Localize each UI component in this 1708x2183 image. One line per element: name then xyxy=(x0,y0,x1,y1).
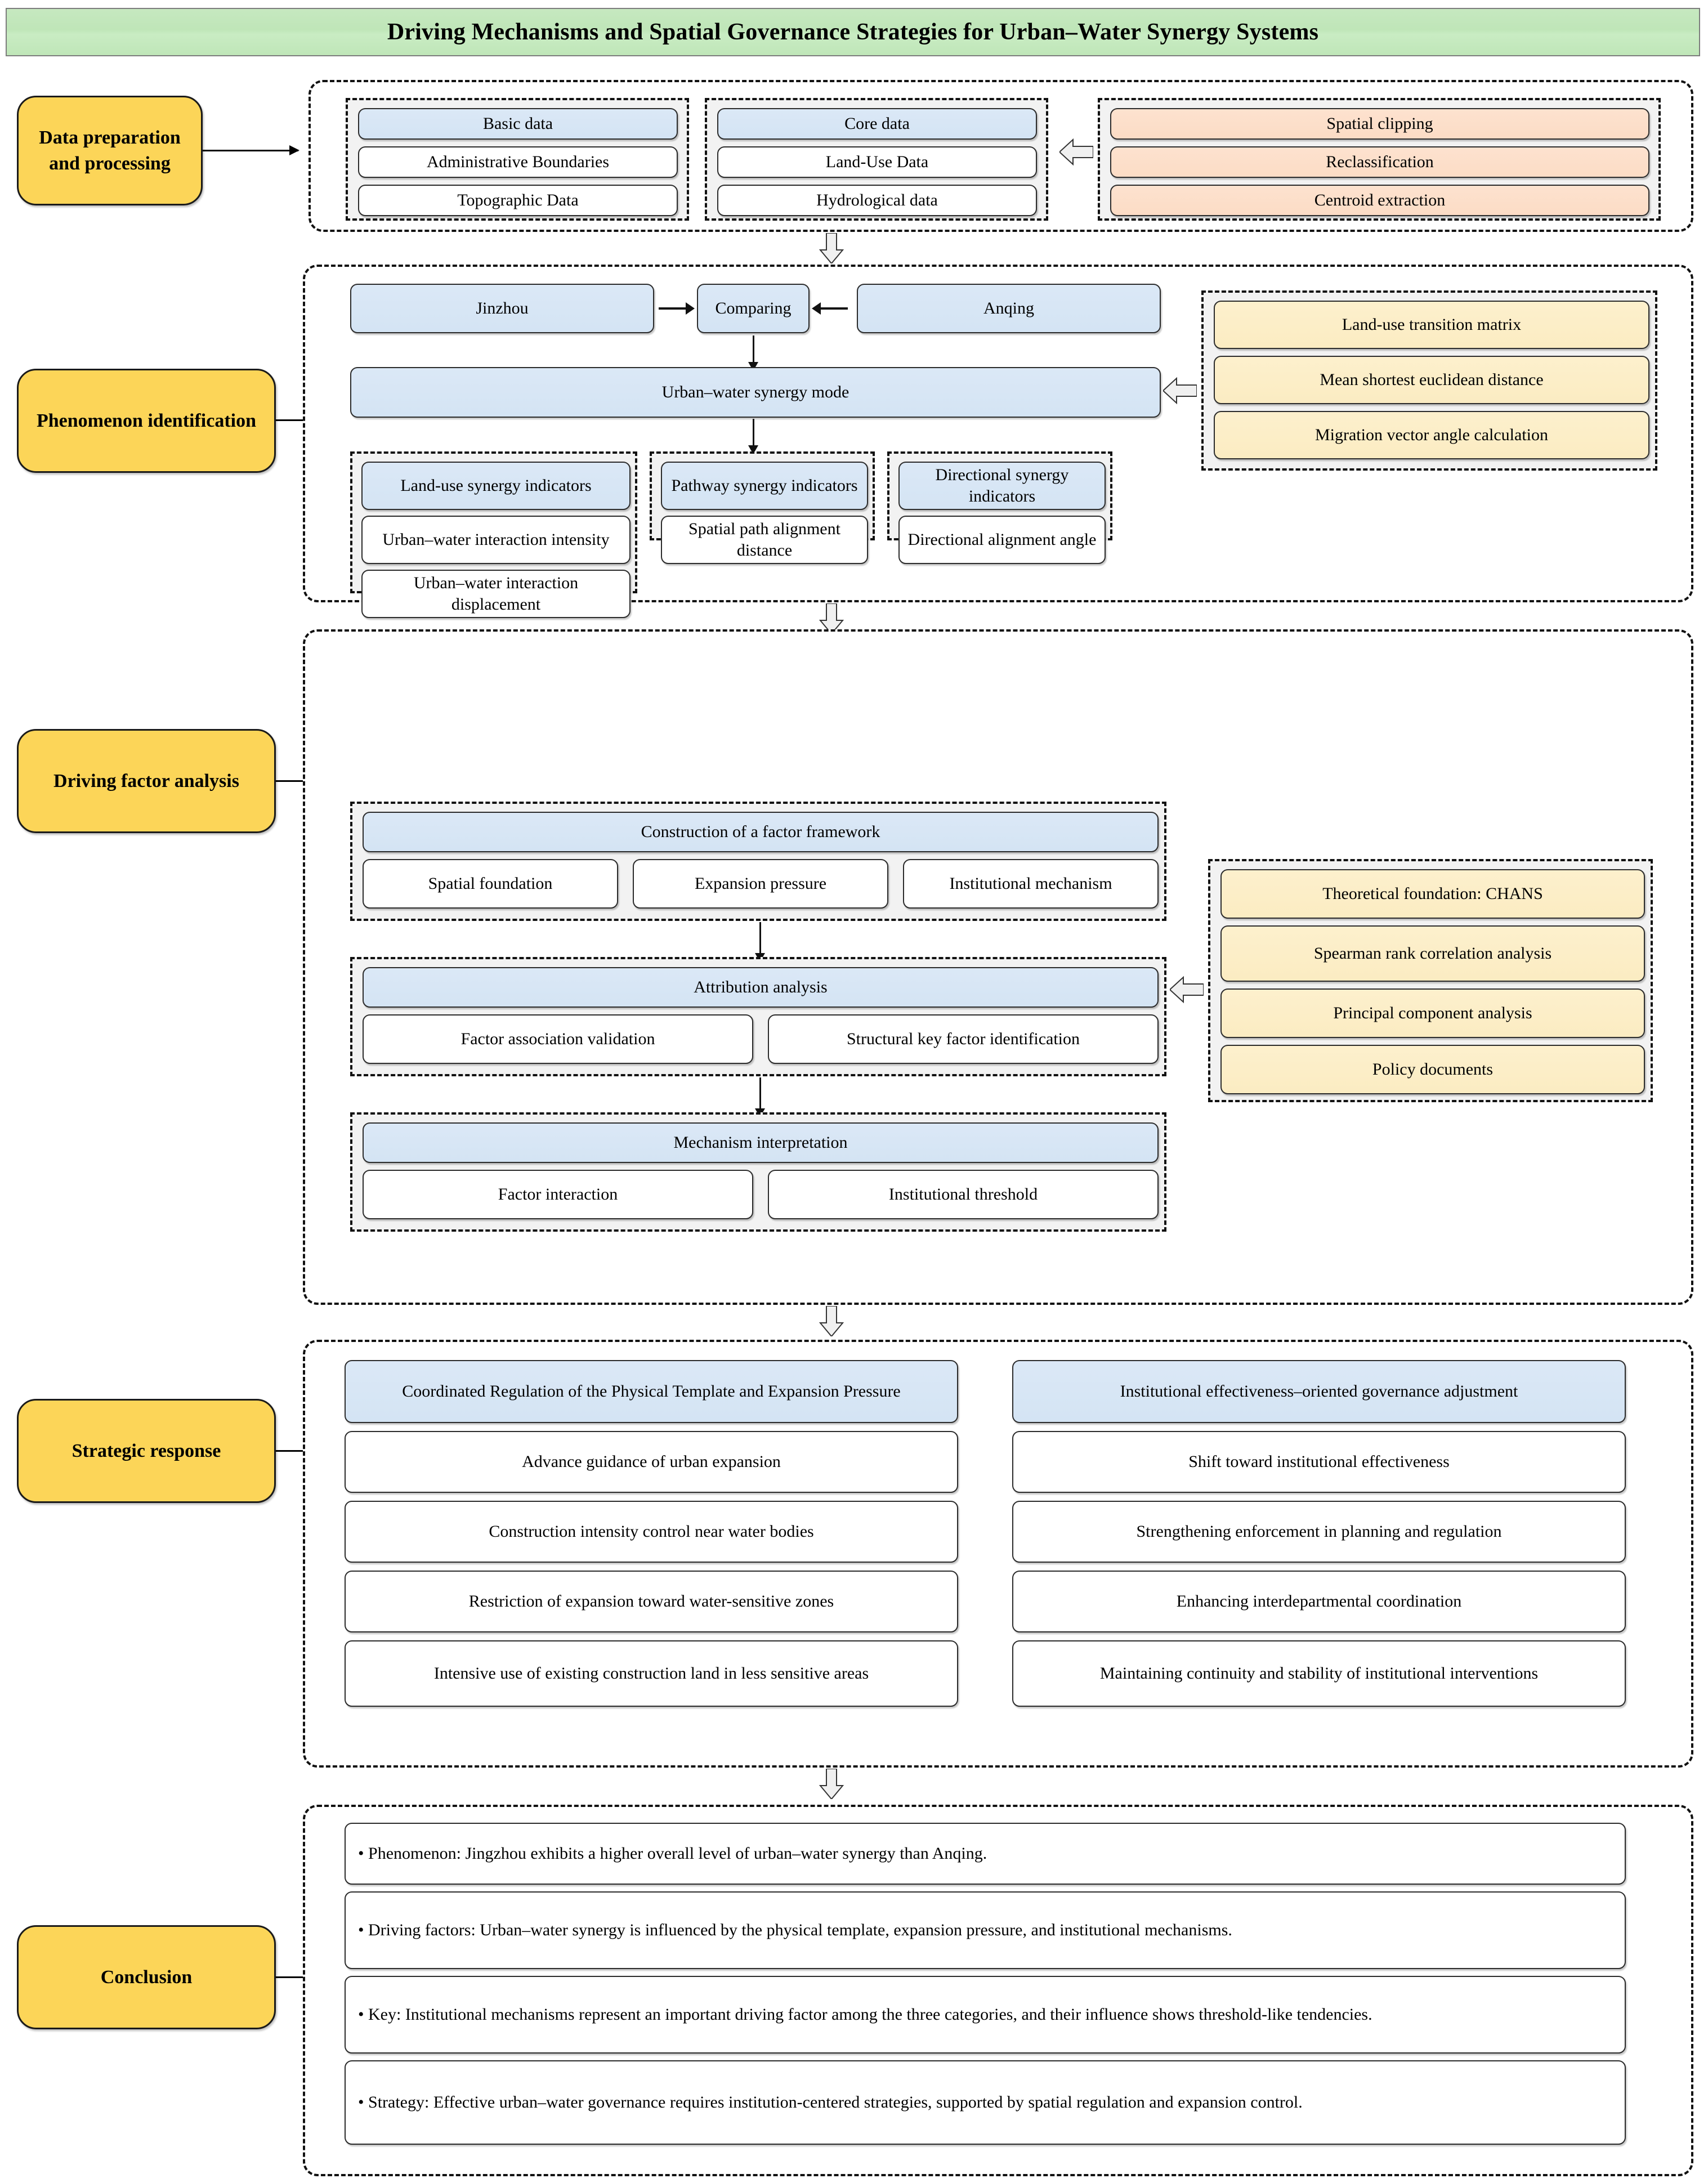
mechanism-header: Mechanism interpretation xyxy=(363,1122,1159,1163)
strategy-col-0-item-0[interactable]: Advance guidance of urban expansion xyxy=(345,1431,958,1493)
page-title: Driving Mechanisms and Spatial Governanc… xyxy=(387,19,1319,45)
driving-method-3[interactable]: Policy documents xyxy=(1220,1045,1645,1094)
basic-data-header: Basic data xyxy=(358,108,678,140)
conclusion-item-2[interactable]: • Key: Institutional mechanisms represen… xyxy=(345,1976,1626,2054)
subpanel-pathway-synergy-indicators: Pathway synergy indicators Spatial path … xyxy=(650,451,875,564)
strategy-col-0-header: Coordinated Regulation of the Physical T… xyxy=(345,1360,958,1423)
subpanel-mechanism-interpretation: Mechanism interpretation Factor interact… xyxy=(350,1112,1166,1232)
indicator-group-0-item-1[interactable]: Urban–water interaction displacement xyxy=(361,570,631,618)
stage-label-text: Driving factor analysis xyxy=(53,770,239,791)
subpanel-basic-data: Basic data Administrative Boundaries Top… xyxy=(346,98,689,221)
stage-label-text: Conclusion xyxy=(100,1966,193,1988)
subpanel-directional-synergy-indicators: Directional synergy indicators Direction… xyxy=(887,451,1112,564)
subpanel-driving-methods: Theoretical foundation: CHANS Spearman r… xyxy=(1208,859,1653,1102)
strategy-col-1-item-0[interactable]: Shift toward institutional effectiveness xyxy=(1012,1431,1626,1493)
block-arrow-down-stage3-stage4 xyxy=(819,1306,844,1336)
subpanel-factor-framework: Construction of a factor framework Spati… xyxy=(350,802,1166,921)
framework-header: Construction of a factor framework xyxy=(363,812,1159,852)
stage-label-text: Phenomenon identification xyxy=(36,410,257,431)
panel-driving-factor-analysis: Construction of a factor framework Spati… xyxy=(303,629,1693,1305)
urban-water-synergy-mode-box[interactable]: Urban–water synergy mode xyxy=(350,367,1161,418)
attribution-item-0[interactable]: Factor association validation xyxy=(363,1014,753,1064)
block-arrow-left-preprocessing xyxy=(1059,136,1093,168)
stage-label-driving-factor-analysis[interactable]: Driving factor analysis xyxy=(17,729,276,833)
stage-label-strategic-response[interactable]: Strategic response xyxy=(17,1399,276,1503)
stage-label-text: Data preparation and processing xyxy=(39,127,181,174)
attribution-item-1[interactable]: Structural key factor identification xyxy=(768,1014,1159,1064)
stage-label-conclusion[interactable]: Conclusion xyxy=(17,1925,276,2029)
subpanel-land-use-synergy-indicators: Land-use synergy indicators Urban–water … xyxy=(350,451,637,618)
block-arrow-down-stage1-stage2 xyxy=(819,233,844,263)
preprocessing-method-1[interactable]: Reclassification xyxy=(1110,146,1649,178)
strategy-col-1-item-2[interactable]: Enhancing interdepartmental coordination xyxy=(1012,1571,1626,1632)
block-arrow-down-stage4-stage5 xyxy=(819,1769,844,1799)
core-data-item-0[interactable]: Land-Use Data xyxy=(717,146,1037,178)
arrow-comparing-to-mode xyxy=(748,335,758,371)
preprocessing-method-2[interactable]: Centroid extraction xyxy=(1110,185,1649,216)
conclusion-item-0[interactable]: • Phenomenon: Jingzhou exhibits a higher… xyxy=(345,1823,1626,1885)
core-data-header: Core data xyxy=(717,108,1037,140)
city-jinzhou-box[interactable]: Jinzhou xyxy=(350,284,654,333)
strategy-col-1-item-3[interactable]: Maintaining continuity and stability of … xyxy=(1012,1640,1626,1707)
indicator-group-0-item-0[interactable]: Urban–water interaction intensity xyxy=(361,516,631,564)
phenomenon-method-1[interactable]: Mean shortest euclidean distance xyxy=(1214,356,1649,404)
core-data-item-1[interactable]: Hydrological data xyxy=(717,185,1037,216)
conclusion-item-1[interactable]: • Driving factors: Urban–water synergy i… xyxy=(345,1891,1626,1969)
indicator-group-2-header: Directional synergy indicators xyxy=(898,462,1106,510)
stage-label-data-preparation[interactable]: Data preparation and processing xyxy=(17,96,203,205)
strategy-col-0-item-3[interactable]: Intensive use of existing construction l… xyxy=(345,1640,958,1707)
subpanel-preprocessing-methods: Spatial clipping Reclassification Centro… xyxy=(1098,98,1661,221)
indicator-group-2-item-0[interactable]: Directional alignment angle xyxy=(898,516,1106,564)
basic-data-item-0[interactable]: Administrative Boundaries xyxy=(358,146,678,178)
connector-data-preparation xyxy=(203,145,299,155)
panel-phenomenon-identification: Jinzhou Comparing Anqing Urban–water syn… xyxy=(303,265,1693,618)
panel-strategic-response: Coordinated Regulation of the Physical T… xyxy=(303,1340,1693,1768)
framework-item-1[interactable]: Expansion pressure xyxy=(633,859,888,909)
subpanel-attribution-analysis: Attribution analysis Factor association … xyxy=(350,957,1166,1076)
comparing-box[interactable]: Comparing xyxy=(697,284,810,333)
arrow-attribution-to-mechanism xyxy=(755,1077,765,1117)
strategy-col-1-header: Institutional effectiveness–oriented gov… xyxy=(1012,1360,1626,1423)
strategy-col-0-item-2[interactable]: Restriction of expansion toward water-se… xyxy=(345,1571,958,1632)
subpanel-core-data: Core data Land-Use Data Hydrological dat… xyxy=(705,98,1048,221)
panel-conclusion: • Phenomenon: Jingzhou exhibits a higher… xyxy=(303,1805,1693,2176)
block-arrow-left-phenomenon-methods xyxy=(1163,375,1197,406)
stage-label-phenomenon-identification[interactable]: Phenomenon identification xyxy=(17,369,276,473)
conclusion-item-3[interactable]: • Strategy: Effective urban–water govern… xyxy=(345,2060,1626,2145)
stage-label-text: Strategic response xyxy=(71,1440,221,1461)
arrow-mode-to-indicators xyxy=(748,419,758,454)
framework-item-0[interactable]: Spatial foundation xyxy=(363,859,618,909)
driving-method-0[interactable]: Theoretical foundation: CHANS xyxy=(1220,869,1645,919)
block-arrow-down-stage2-stage3 xyxy=(819,603,844,634)
strategy-col-0-item-1[interactable]: Construction intensity control near wate… xyxy=(345,1501,958,1563)
indicator-group-1-item-0[interactable]: Spatial path alignment distance xyxy=(661,516,868,564)
driving-method-2[interactable]: Principal component analysis xyxy=(1220,988,1645,1038)
arrow-framework-to-attribution xyxy=(755,922,765,962)
driving-method-1[interactable]: Spearman rank correlation analysis xyxy=(1220,925,1645,982)
indicator-group-1-header: Pathway synergy indicators xyxy=(661,462,868,510)
city-anqing-box[interactable]: Anqing xyxy=(857,284,1161,333)
phenomenon-method-0[interactable]: Land-use transition matrix xyxy=(1214,301,1649,349)
attribution-header: Attribution analysis xyxy=(363,967,1159,1008)
subpanel-phenomenon-methods: Land-use transition matrix Mean shortest… xyxy=(1201,290,1657,471)
indicator-group-0-header: Land-use synergy indicators xyxy=(361,462,631,510)
block-arrow-left-driving-methods xyxy=(1170,974,1204,1005)
preprocessing-method-0[interactable]: Spatial clipping xyxy=(1110,108,1649,140)
arrow-anqing-to-comparing xyxy=(812,302,848,315)
basic-data-item-1[interactable]: Topographic Data xyxy=(358,185,678,216)
arrow-jinzhou-to-comparing xyxy=(659,302,695,315)
mechanism-item-0[interactable]: Factor interaction xyxy=(363,1170,753,1219)
panel-data-preparation: Basic data Administrative Boundaries Top… xyxy=(308,80,1693,232)
diagram-title-bar: Driving Mechanisms and Spatial Governanc… xyxy=(6,8,1700,56)
phenomenon-method-2[interactable]: Migration vector angle calculation xyxy=(1214,411,1649,459)
mechanism-item-1[interactable]: Institutional threshold xyxy=(768,1170,1159,1219)
strategy-col-1-item-1[interactable]: Strengthening enforcement in planning an… xyxy=(1012,1501,1626,1563)
framework-item-2[interactable]: Institutional mechanism xyxy=(903,859,1159,909)
